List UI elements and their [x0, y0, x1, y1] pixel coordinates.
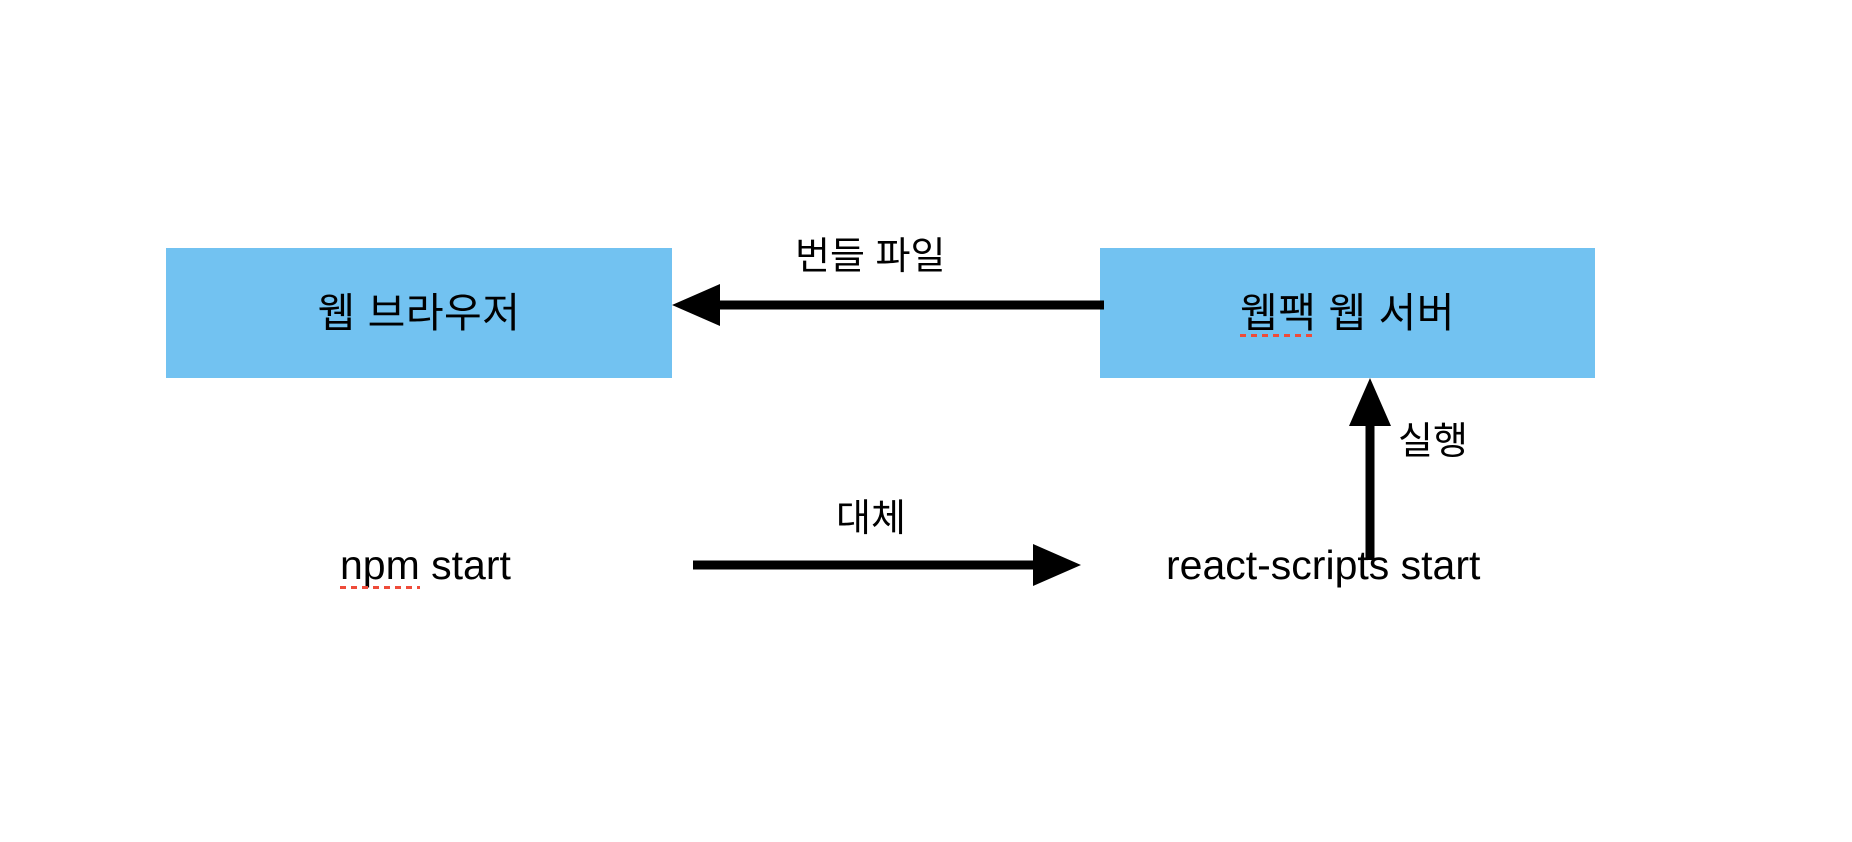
arrow-bundle-file-head: [672, 284, 720, 326]
edge-label-bundle-file: 번들 파일: [795, 236, 946, 278]
arrow-replace: [693, 544, 1081, 586]
arrow-execute-head: [1349, 378, 1391, 426]
arrow-execute: [1349, 378, 1391, 560]
node-webpack-web-server[interactable]: 웹팩 웹 서버: [1100, 248, 1595, 378]
command-react-scripts-start: react-scripts start: [1166, 542, 1481, 588]
node-webpack-web-server-label: 웹팩 웹 서버: [1240, 289, 1455, 337]
spellcheck-underline-npm: npm: [340, 542, 420, 589]
command-npm-start-rest: start: [419, 542, 511, 588]
node-web-browser[interactable]: 웹 브라우저: [166, 248, 672, 378]
command-npm-start: npm start: [340, 542, 511, 589]
arrow-bundle-file: [672, 284, 1104, 326]
edge-label-execute: 실행: [1398, 421, 1468, 463]
arrow-replace-head: [1033, 544, 1081, 586]
node-webpack-web-server-label-rest: 웹 서버: [1316, 289, 1455, 336]
node-web-browser-label: 웹 브라우저: [317, 289, 521, 336]
edge-label-replace: 대체: [836, 498, 906, 540]
spellcheck-underline-webpack: 웹팩: [1240, 289, 1317, 337]
